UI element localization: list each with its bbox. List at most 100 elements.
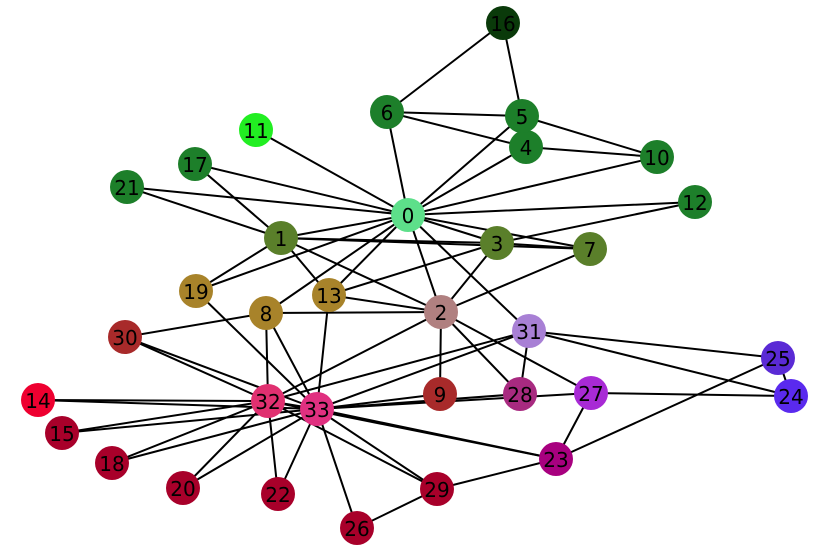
node-label-21: 21 [114,176,139,200]
node-circle-17 [178,147,212,181]
node-label-33: 33 [304,398,329,422]
edge-0-12 [407,201,696,216]
edge-30-33 [124,336,318,410]
node-8: 8 [249,296,283,330]
edge-30-32 [124,336,269,402]
node-circle-10 [640,140,674,174]
node-circle-15 [45,416,79,450]
edge-29-32 [267,400,438,490]
edge-2-28 [440,311,521,395]
node-20: 20 [166,471,200,505]
node-label-26: 26 [344,517,369,541]
edge-0-11 [255,129,409,216]
node-circle-3 [480,226,514,260]
edge-8-33 [265,312,318,410]
edge-24-31 [528,330,792,397]
node-label-9: 9 [434,383,447,407]
node-6: 6 [370,95,404,129]
node-label-15: 15 [49,422,74,446]
node-circle-23 [539,442,573,476]
node-13: 13 [312,278,346,312]
node-circle-9 [423,377,457,411]
edge-15-32 [61,400,269,434]
edge-5-10 [521,115,658,158]
node-circle-27 [574,376,608,410]
node-circle-18 [95,446,129,480]
node-27: 27 [574,376,608,410]
edge-24-27 [590,392,792,397]
node-label-12: 12 [682,191,707,215]
edge-14-32 [37,399,269,402]
node-21: 21 [110,170,144,204]
node-circle-32 [251,384,285,418]
node-label-23: 23 [543,448,568,472]
node-circle-29 [420,472,454,506]
node-label-32: 32 [255,390,280,414]
node-label-16: 16 [490,12,515,36]
node-label-11: 11 [243,119,268,143]
node-1: 1 [264,221,298,255]
edge-18-33 [111,408,318,464]
node-2: 2 [424,295,458,329]
node-label-5: 5 [516,105,529,129]
edge-3-13 [328,242,498,296]
node-circle-13 [312,278,346,312]
node-circle-31 [512,314,546,348]
node-9: 9 [423,377,457,411]
edge-0-19 [195,214,409,292]
node-circle-7 [573,232,607,266]
node-18: 18 [95,446,129,480]
node-circle-0 [391,198,425,232]
node-10: 10 [640,140,674,174]
node-circle-33 [300,392,334,426]
edge-3-12 [496,201,696,244]
edge-0-4 [407,146,527,216]
node-0: 0 [391,198,425,232]
node-circle-19 [179,274,213,308]
node-label-24: 24 [778,385,803,409]
edge-1-7 [280,237,591,250]
edge-0-2 [407,214,442,313]
node-label-7: 7 [584,238,597,262]
edge-6-16 [386,22,504,113]
node-circle-14 [21,383,55,417]
edge-4-10 [525,146,658,158]
node-16: 16 [486,6,520,40]
node-circle-12 [678,185,712,219]
node-label-3: 3 [491,232,504,256]
edge-1-2 [280,237,442,313]
edge-28-33 [316,393,521,410]
node-label-25: 25 [765,347,790,371]
edge-19-33 [195,290,318,410]
edge-29-33 [316,408,438,490]
node-22: 22 [261,477,295,511]
node-circle-25 [761,341,795,375]
node-3: 3 [480,226,514,260]
node-label-28: 28 [507,383,532,407]
edge-0-13 [328,214,409,296]
node-circle-5 [505,99,539,133]
node-circle-30 [108,320,142,354]
node-circle-4 [509,130,543,164]
node-label-29: 29 [424,478,449,502]
edge-4-6 [386,111,527,148]
edge-2-27 [440,311,592,394]
node-circle-28 [503,377,537,411]
node-19: 19 [179,274,213,308]
node-12: 12 [678,185,712,219]
node-circle-6 [370,95,404,129]
node-32: 32 [251,384,285,418]
node-label-4: 4 [520,136,533,160]
edge-31-33 [316,330,530,410]
node-15: 15 [45,416,79,450]
node-label-31: 31 [516,320,541,344]
edge-18-32 [111,400,269,464]
node-label-19: 19 [183,280,208,304]
node-23: 23 [539,442,573,476]
edge-23-33 [316,408,557,460]
node-31: 31 [512,314,546,348]
node-29: 29 [420,472,454,506]
node-label-22: 22 [265,483,290,507]
edge-0-1 [280,214,409,239]
edge-1-21 [126,186,282,239]
